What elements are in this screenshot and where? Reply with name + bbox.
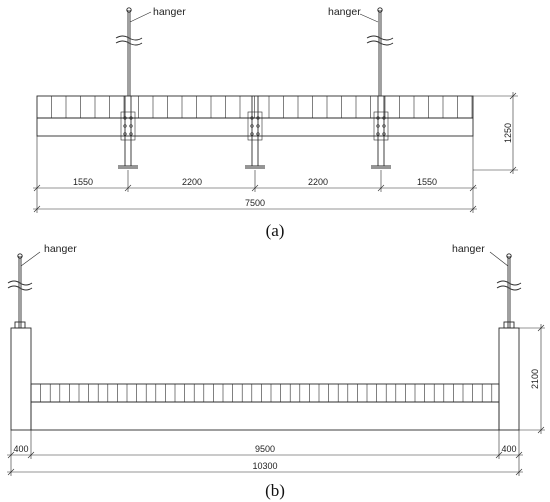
end-block-right-b xyxy=(498,327,520,431)
bolt-icon xyxy=(382,132,386,136)
bolt-icon xyxy=(123,116,127,120)
dim-b-400-right: 400 xyxy=(501,444,516,454)
panel-b: hanger hanger 400 9500 4 xyxy=(7,243,545,500)
bolt-icon xyxy=(129,124,133,128)
supports-a xyxy=(118,96,391,169)
dim-b-9500: 9500 xyxy=(255,444,275,454)
hanger-right-a xyxy=(359,7,394,96)
bolt-icon xyxy=(376,116,380,120)
bolt-icon xyxy=(123,132,127,136)
bolt-icon xyxy=(382,116,386,120)
dim-a-1550-right: 1550 xyxy=(417,177,437,187)
dim-b-400-left: 400 xyxy=(13,444,28,454)
beam-a-ribs xyxy=(51,96,473,118)
dim-b-height: 2100 xyxy=(530,369,540,389)
hanger-label-right-a: hanger xyxy=(328,6,361,18)
hanger-label-left-a: hanger xyxy=(153,6,186,18)
bolt-icon xyxy=(376,124,380,128)
hanger-label-right-b: hanger xyxy=(452,243,485,255)
beam-b-ribs xyxy=(40,384,493,402)
panel-a: hanger hanger 1550 22 xyxy=(33,6,518,240)
beam-b xyxy=(30,383,500,431)
hanger-label-left-b: hanger xyxy=(44,243,77,255)
hanger-left-a xyxy=(115,7,152,96)
hanger-left-b xyxy=(7,251,41,329)
dimension-chain-b xyxy=(7,430,523,476)
bolt-icon xyxy=(129,116,133,120)
bolt-icon xyxy=(256,116,260,120)
end-block-left-b xyxy=(10,327,32,431)
height-dim-b xyxy=(519,324,545,434)
dim-b-total: 10300 xyxy=(252,461,277,471)
dim-a-1550-left: 1550 xyxy=(73,177,93,187)
bolt-icon xyxy=(256,124,260,128)
bolt-icon xyxy=(256,132,260,136)
dim-a-2200-right: 2200 xyxy=(308,177,328,187)
caption-b: (b) xyxy=(265,481,285,500)
bolt-icon xyxy=(129,132,133,136)
support-post xyxy=(118,96,138,169)
bolt-icon xyxy=(382,124,386,128)
support-post xyxy=(245,96,265,169)
caption-a: (a) xyxy=(266,221,285,240)
hanger-right-b xyxy=(489,251,522,329)
bolt-icon xyxy=(123,124,127,128)
support-post xyxy=(371,96,391,169)
bolt-icon xyxy=(250,116,254,120)
dim-a-2200-left: 2200 xyxy=(182,177,202,187)
dimension-chain-a xyxy=(33,136,477,213)
dim-a-total: 7500 xyxy=(245,198,265,208)
dim-a-height: 1250 xyxy=(503,123,513,143)
height-dim-a xyxy=(473,92,518,174)
bolt-icon xyxy=(250,124,254,128)
bolt-icon xyxy=(376,132,380,136)
beam-a xyxy=(36,95,474,137)
bolt-icon xyxy=(250,132,254,136)
